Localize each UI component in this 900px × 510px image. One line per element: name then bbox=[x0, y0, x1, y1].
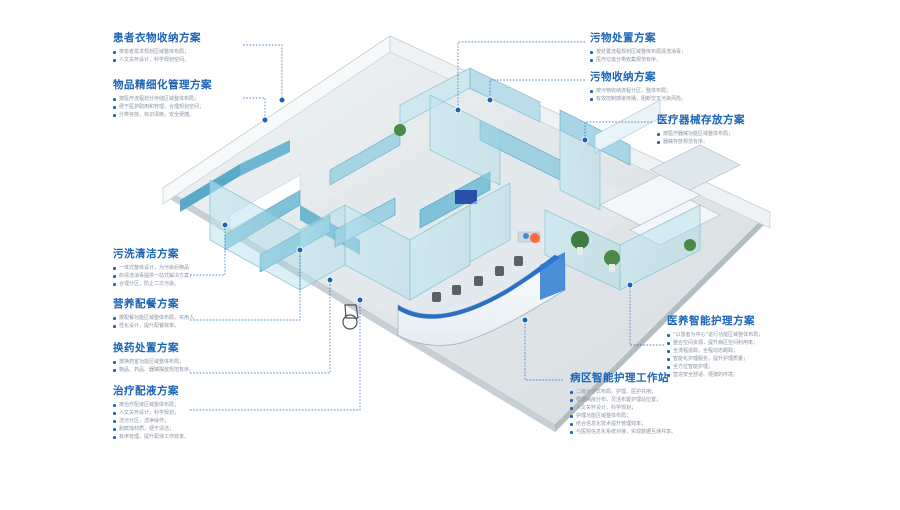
label-line: 的清洗消毒提供一站式解决方案； bbox=[113, 272, 217, 280]
label-line: 营造安全舒适、便捷的环境。 bbox=[667, 371, 817, 379]
label-smart-elder-care: 医养智能护理方案 “以患者为中心”进行功能区域整体布局； 整合空间资源，提升病区… bbox=[667, 313, 817, 379]
label-title: 污洗清洁方案 bbox=[113, 248, 179, 260]
label-title: 营养配餐方案 bbox=[113, 298, 179, 310]
label-line: 有序管理，提升配液工作效率。 bbox=[113, 433, 217, 441]
label-waste-storage: 污物收纳方案 按污物收纳流程分区，整体布局； 有效控制感染传播，阻断交叉污染风险… bbox=[590, 69, 740, 103]
label-line: 洁污分区，洁净操作； bbox=[113, 417, 217, 425]
label-line: 按治疗配液区域整体布局； bbox=[113, 401, 217, 409]
label-nutrition-meal: 营养配餐方案 按配餐功能区域整体布局，实用人 性化设计，提升配餐效率。 bbox=[113, 296, 263, 330]
label-line: 一体式整体设计，为污染后物品 bbox=[113, 264, 217, 272]
floor-edge-right bbox=[555, 212, 770, 432]
label-line: 医疗垃圾分类收集规范有序。 bbox=[590, 56, 740, 64]
label-item-management: 物品精细化管理方案 按医疗流程划分存储区域整体布局； 便于医护取用和管理，合理规… bbox=[113, 77, 263, 119]
label-line: 结合信息化技术提升管理效率； bbox=[570, 420, 720, 428]
label-title: 患者衣物收纳方案 bbox=[113, 32, 201, 44]
label-title: 污物收纳方案 bbox=[590, 71, 656, 83]
label-title: 治疗配液方案 bbox=[113, 385, 179, 397]
label-line: 按污物收纳流程分区，整体布局； bbox=[590, 87, 740, 95]
label-washing-cleaning: 污洗清洁方案 一体式整体设计，为污染后物品 的清洗消毒提供一站式解决方案； 合理… bbox=[113, 246, 263, 288]
label-waste-disposal: 污物处置方案 按处置流程规划区域整体布局清洗消毒； 医疗垃圾分类收集规范有序。 bbox=[590, 30, 740, 64]
label-line: 按医疗器械功能区域整体布局； bbox=[657, 130, 807, 138]
label-line: 智能化护理服务，提升护理质量； bbox=[667, 355, 817, 363]
chairs bbox=[432, 256, 523, 302]
label-line: 物品、药品、器械摆放规范有序。 bbox=[113, 366, 217, 374]
label-line: 按换药室功能区域整体布局； bbox=[113, 358, 217, 366]
label-line: 二级分诊式布局，护理、医护共用； bbox=[570, 388, 720, 396]
label-line: 全流程追踪，全程动态跟踪； bbox=[667, 347, 817, 355]
label-line: 按处置流程规划区域整体布局清洗消毒； bbox=[590, 48, 740, 56]
label-line: 根据病房分布，灵活布置护理站位置； bbox=[570, 396, 720, 404]
label-smart-nurse-station: 病区智能护理工作站 二级分诊式布局，护理、医护共用； 根据病房分布，灵活布置护理… bbox=[570, 370, 720, 436]
label-line: “以患者为中心”进行功能区域整体布局； bbox=[667, 331, 817, 339]
label-line: 有效控制感染传播，阻断交叉污染风险。 bbox=[590, 95, 740, 103]
label-title: 换药处置方案 bbox=[113, 342, 179, 354]
glass-partitions bbox=[209, 94, 701, 301]
room-markers bbox=[221, 96, 634, 324]
label-line: 按医疗流程划分存储区域整体布局； bbox=[113, 95, 217, 103]
label-dressing-change: 换药处置方案 按换药室功能区域整体布局； 物品、药品、器械摆放规范有序。 bbox=[113, 340, 263, 374]
wheelchair bbox=[342, 304, 359, 330]
label-title: 物品精细化管理方案 bbox=[113, 79, 212, 91]
label-title: 病区智能护理工作站 bbox=[570, 372, 669, 384]
label-title: 医疗器械存放方案 bbox=[657, 114, 745, 126]
nurse-station bbox=[397, 231, 566, 346]
label-line: 护理功能区域整体布局； bbox=[570, 412, 720, 420]
label-title: 医养智能护理方案 bbox=[667, 315, 755, 327]
label-line: 人文关怀设计，科学规划； bbox=[113, 409, 217, 417]
plants bbox=[394, 124, 696, 272]
label-patient-clothing-storage: 患者衣物收纳方案 按患者需求规划区域整体布局； 人文关怀设计，科学规划空间。 bbox=[113, 30, 263, 64]
label-line: 人文关怀设计，科学规划； bbox=[570, 404, 720, 412]
label-line: 器械存放规范有序。 bbox=[657, 138, 807, 146]
label-line: 整合空间资源，提升病区空间利用率； bbox=[667, 339, 817, 347]
label-title: 污物处置方案 bbox=[590, 32, 656, 44]
label-line: 分类存放，标识清晰，安全便捷。 bbox=[113, 111, 217, 119]
label-line: 按配餐功能区域整体布局，实用人 bbox=[113, 314, 217, 322]
label-line: 全方位智能护理； bbox=[667, 363, 817, 371]
label-line: 合理分区，防止二次污染。 bbox=[113, 280, 217, 288]
label-line: 便于医护取用和管理，合理规划空间； bbox=[113, 103, 217, 111]
label-treatment-infusion: 治疗配液方案 按治疗配液区域整体布局； 人文关怀设计，科学规划； 洁污分区，洁净… bbox=[113, 383, 263, 441]
label-line: 耐腐蚀材质，便于清洁； bbox=[113, 425, 217, 433]
label-line: 人文关怀设计，科学规划空间。 bbox=[113, 56, 217, 64]
label-medical-device-storage: 医疗器械存放方案 按医疗器械功能区域整体布局； 器械存放规范有序。 bbox=[657, 112, 807, 146]
label-line: 与医院信息化系统对接，实现数据互通共享。 bbox=[570, 428, 720, 436]
connector-lines bbox=[190, 41, 664, 411]
label-line: 按患者需求规划区域整体布局； bbox=[113, 48, 217, 56]
label-line: 性化设计，提升配餐效率。 bbox=[113, 322, 217, 330]
